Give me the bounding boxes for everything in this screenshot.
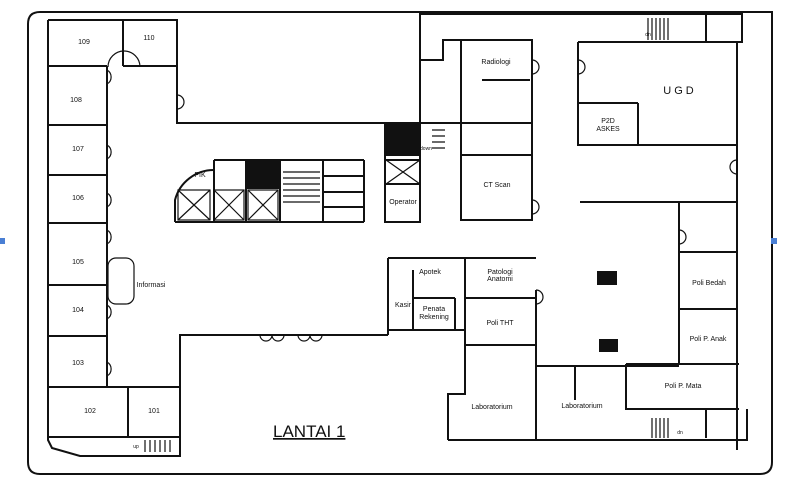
radiologi-label: Radiologi (481, 59, 511, 66)
room-110-label: 110 (143, 35, 154, 42)
stair-down-label: down (420, 146, 432, 152)
operator-elevator (385, 159, 421, 185)
laboratorium-left-label: Laboratorium (471, 404, 512, 411)
doors-left (106, 50, 185, 377)
room-109-label: 109 (78, 39, 90, 46)
page-frame (27, 11, 773, 475)
elevators (177, 171, 320, 221)
doors-right (144, 18, 738, 452)
pik-label: PIK (194, 172, 206, 179)
left-wing-wall (48, 19, 420, 124)
room-102-label: 102 (84, 408, 96, 415)
informasi-label: Informasi (137, 282, 166, 289)
apotek-label: Apotek (419, 269, 441, 276)
laboratorium-right-label: Laboratorium (561, 403, 602, 410)
operator-block (384, 122, 421, 223)
room-106-label: 106 (72, 195, 84, 202)
p2d-label: P2D (601, 118, 615, 125)
poli-mata-label: Poli P. Mata (665, 383, 702, 390)
rekening-label: Rekening (419, 314, 449, 321)
kasir-label: Kasir (395, 302, 412, 309)
operator-label: Operator (389, 199, 417, 206)
ugd-label: UGD (663, 85, 696, 97)
left-wing-outer (47, 20, 388, 457)
patologi-label: Patologi (487, 269, 513, 276)
poli-bedah-label: Poli Bedah (692, 280, 726, 287)
room-105-label: 105 (72, 259, 84, 266)
penata-label: Penata (423, 306, 445, 313)
room-103-label: 103 (72, 360, 84, 367)
room-108-label: 108 (70, 97, 82, 104)
right-wing (387, 13, 748, 450)
poli-anak-label: Poli P. Anak (690, 336, 727, 343)
askes-label: ASKES (596, 126, 620, 133)
room-104-label: 104 (72, 307, 84, 314)
floor-title: LANTAI 1 (273, 422, 345, 441)
room-101-label: 101 (148, 408, 160, 415)
center-block (174, 159, 365, 223)
stair-dn-label-top: dn (645, 32, 651, 38)
left-rooms (48, 20, 180, 438)
edge-marker-right (771, 238, 777, 244)
edge-marker-left (0, 238, 5, 244)
stair-dn-label-bottom: dn (677, 430, 683, 436)
anatomi-label: Anatomi (487, 276, 513, 283)
room-107-label: 107 (72, 146, 84, 153)
poli-tht-label: Poli THT (486, 320, 514, 327)
stair-up-label: up (133, 444, 139, 450)
ct-scan-label: CT Scan (483, 182, 510, 189)
